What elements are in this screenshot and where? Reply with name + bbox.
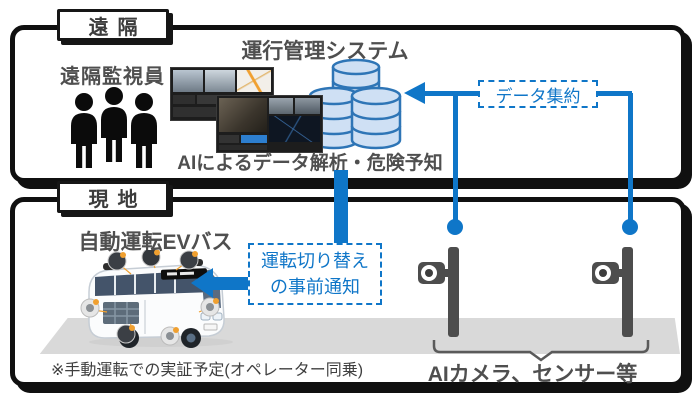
left-camera-pole bbox=[448, 247, 459, 337]
autonomous-ev-bus-illustration bbox=[73, 250, 237, 350]
remote-tag-label: 遠隔 bbox=[88, 16, 147, 39]
brace-bracket bbox=[430, 338, 652, 364]
data-aggregation-label: データ集約 bbox=[495, 86, 581, 106]
arrow-to-database-icon bbox=[404, 82, 425, 104]
right-camera-connector-dot bbox=[622, 219, 638, 235]
left-camera-lens bbox=[421, 265, 437, 281]
status-bar-tile bbox=[241, 135, 267, 143]
bus-title: 自動運転EVバス bbox=[78, 231, 233, 254]
thumbnail-tile bbox=[197, 95, 219, 104]
right-ai-camera-icon bbox=[592, 262, 619, 284]
camera-feed-tile bbox=[295, 98, 320, 114]
switch-notice-line1: 運転切り替え bbox=[261, 250, 369, 271]
camera-feed-tile bbox=[219, 98, 267, 132]
data-flow-line-right bbox=[628, 93, 633, 220]
camera-feed-tile bbox=[269, 98, 293, 114]
notification-flow-bar bbox=[334, 170, 348, 247]
data-flow-line-left bbox=[453, 93, 458, 220]
left-ai-camera-icon bbox=[418, 262, 445, 284]
right-camera-arm bbox=[617, 269, 623, 277]
remote-section-tag: 遠隔 bbox=[57, 9, 169, 41]
switch-notice-box: 運転切り替え の事前通知 bbox=[248, 243, 382, 305]
camera-feed-tile bbox=[205, 70, 235, 92]
thumbnail-tile bbox=[219, 145, 267, 150]
dark-map-tile bbox=[269, 116, 320, 142]
right-camera-lens bbox=[595, 265, 611, 281]
local-tag-label: 現地 bbox=[88, 188, 147, 211]
system-title: 運行管理システム bbox=[241, 40, 409, 63]
supervisors-people-icon bbox=[68, 86, 160, 168]
arrow-to-bus-icon bbox=[191, 268, 213, 298]
left-camera-arm bbox=[443, 269, 449, 277]
map-tile bbox=[237, 70, 271, 92]
local-section-tag: 現地 bbox=[57, 181, 169, 213]
notice-arrow-shaft bbox=[212, 277, 249, 290]
data-aggregation-label-box: データ集約 bbox=[478, 80, 598, 108]
sensor-number-dots bbox=[93, 250, 219, 333]
left-camera-connector-dot bbox=[447, 219, 463, 235]
sensors-caption: AIカメラ、センサー等 bbox=[427, 363, 638, 386]
right-camera-pole bbox=[622, 247, 633, 337]
thumbnail-tile bbox=[173, 95, 195, 104]
thumbnail-tile bbox=[219, 135, 239, 143]
switch-notice-line2: の事前通知 bbox=[270, 277, 360, 297]
remote-supervisor-label: 遠隔監視員 bbox=[60, 66, 165, 88]
camera-feed-tile bbox=[173, 70, 203, 92]
ai-analysis-caption: AIによるデータ解析・危険予知 bbox=[177, 153, 443, 174]
monitor-screen-2 bbox=[216, 95, 323, 153]
database-cluster-icon bbox=[308, 58, 404, 154]
footnote: ※手動運転での実証予定(オペレーター同乗) bbox=[50, 362, 364, 379]
thumbnail-tile bbox=[173, 107, 217, 117]
